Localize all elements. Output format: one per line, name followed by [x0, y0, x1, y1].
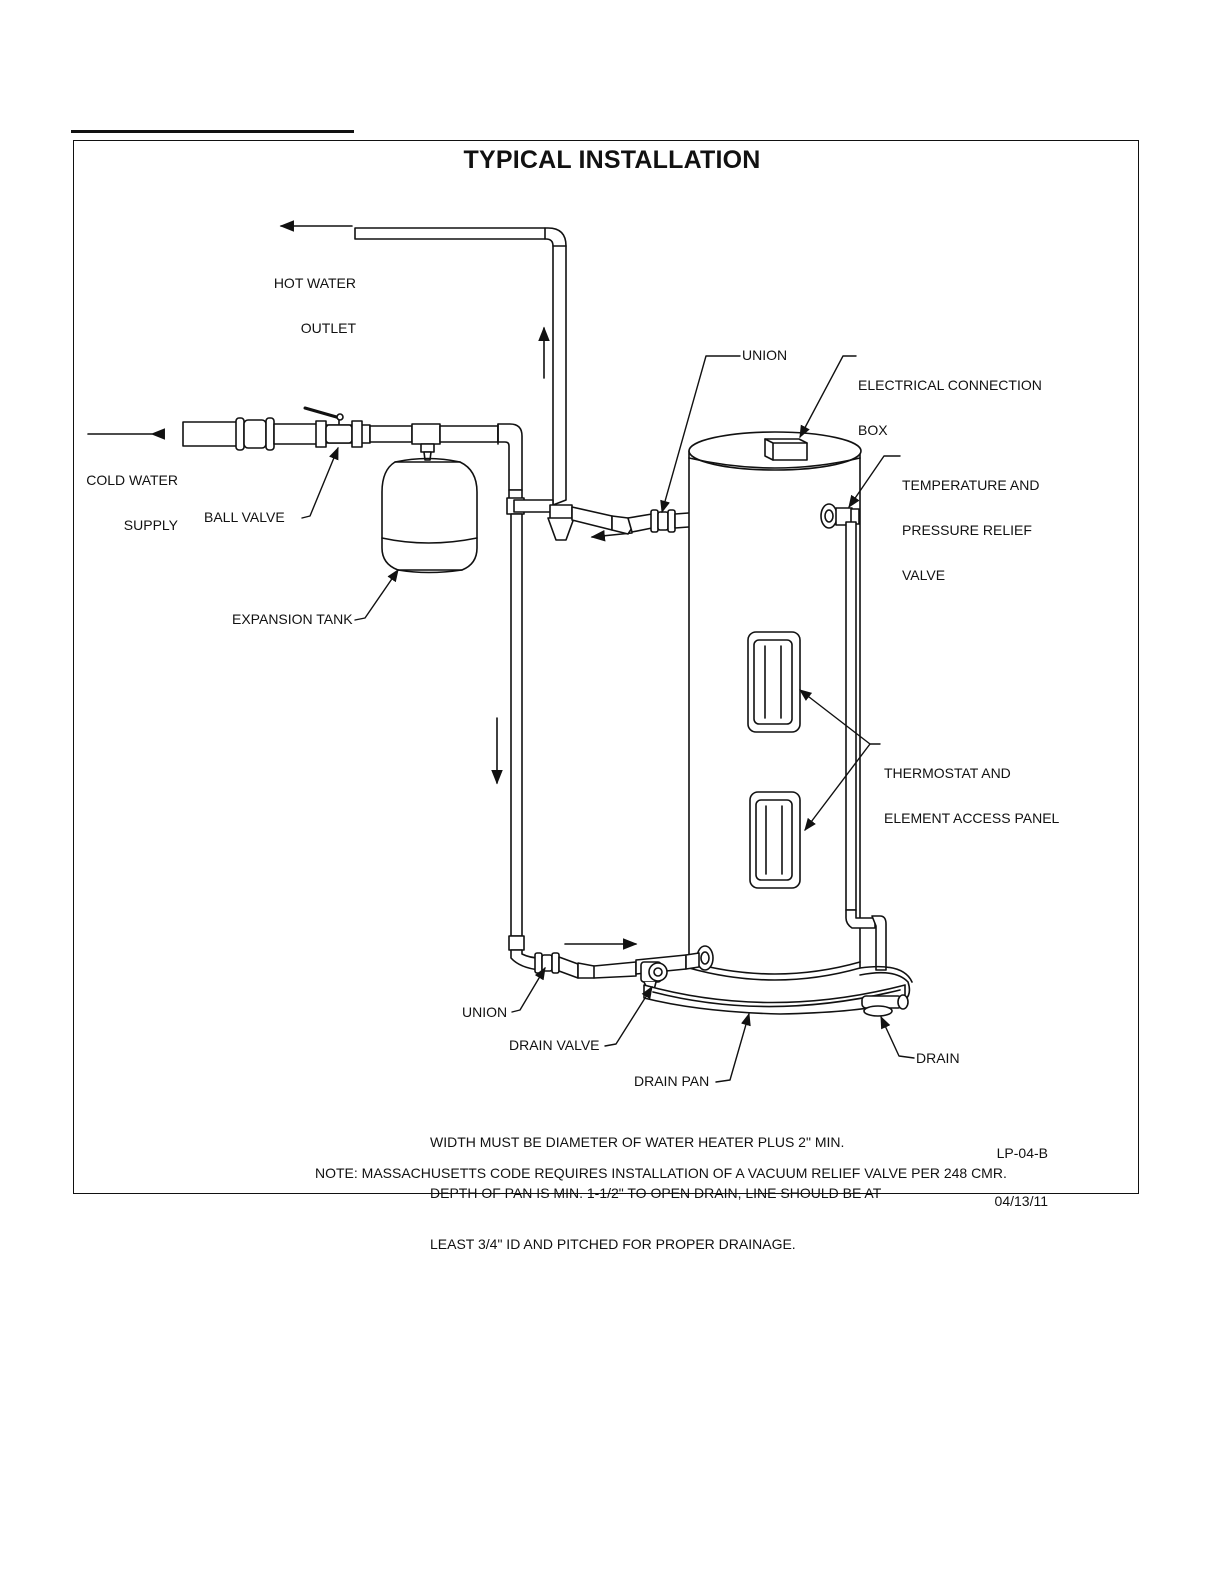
label-hot-water-outlet: HOT WATER OUTLET	[236, 246, 356, 351]
thermostat-access-panel-upper	[747, 631, 801, 733]
label-line: PRESSURE RELIEF	[902, 522, 1032, 538]
label-line: TEMPERATURE AND	[902, 477, 1040, 493]
label-line: THERMOSTAT AND	[884, 765, 1011, 781]
label-tp-relief: TEMPERATURE AND PRESSURE RELIEF VALVE	[902, 448, 1039, 598]
expansion-tank	[381, 443, 478, 574]
note-line: WIDTH MUST BE DIAMETER OF WATER HEATER P…	[430, 1134, 845, 1150]
leader-lines	[301, 355, 915, 1083]
label-drain: DRAIN	[916, 1050, 960, 1066]
electrical-connection-box	[764, 438, 808, 461]
massachusetts-note: NOTE: MASSACHUSETTS CODE REQUIRES INSTAL…	[315, 1165, 1007, 1181]
label-union-top: UNION	[742, 347, 788, 363]
thermostat-access-panel-lower	[749, 791, 801, 889]
drawing-code: LP-04-B 04/13/11	[960, 1113, 1048, 1225]
diagram-frame	[73, 140, 1139, 1194]
label-expansion-tank: EXPANSION TANK	[232, 611, 353, 627]
drawing-number: LP-04-B	[996, 1145, 1048, 1161]
label-line: HOT WATER	[273, 275, 356, 291]
label-union-bottom: UNION	[462, 1004, 508, 1020]
label-electrical-box: ELECTRICAL CONNECTION BOX	[858, 348, 1042, 453]
ball-valve	[303, 406, 363, 448]
pan-note: WIDTH MUST BE DIAMETER OF WATER HEATER P…	[430, 1100, 881, 1270]
note-line: DEPTH OF PAN IS MIN. 1-1/2" TO OPEN DRAI…	[430, 1185, 882, 1201]
label-line: VALVE	[902, 567, 946, 583]
label-cold-water-supply: COLD WATER SUPPLY	[60, 443, 178, 548]
label-line: SUPPLY	[123, 517, 178, 533]
label-line: ELECTRICAL CONNECTION	[858, 377, 1042, 393]
cold-inlet-bottom-pipe	[534, 945, 714, 979]
cold-inlet-down-pipe	[506, 489, 541, 971]
label-line: OUTLET	[300, 320, 356, 336]
tp-relief-valve	[820, 503, 887, 971]
label-line: BOX	[858, 422, 888, 438]
label-ball-valve: BALL VALVE	[204, 509, 285, 525]
label-drain-valve: DRAIN VALVE	[509, 1037, 600, 1053]
drain-outlet	[861, 994, 909, 1017]
header-rule	[71, 130, 354, 133]
diagram-title: TYPICAL INSTALLATION	[463, 146, 761, 174]
label-drain-pan: DRAIN PAN	[634, 1073, 710, 1089]
label-thermostat-panel: THERMOSTAT AND ELEMENT ACCESS PANEL	[884, 736, 1059, 841]
note-line: LEAST 3/4" ID AND PITCHED FOR PROPER DRA…	[430, 1236, 796, 1252]
label-line: COLD WATER	[86, 472, 178, 488]
drawing-date: 04/13/11	[994, 1193, 1048, 1209]
label-line: ELEMENT ACCESS PANEL	[884, 810, 1060, 826]
